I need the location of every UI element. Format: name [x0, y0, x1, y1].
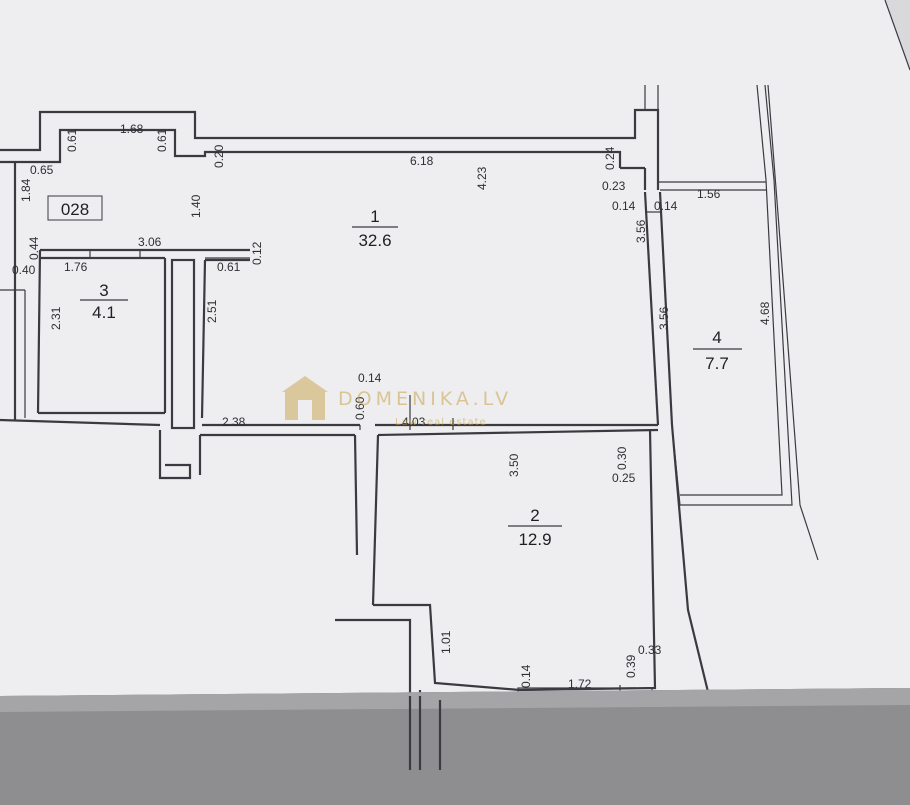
room-1-number: 1	[370, 207, 379, 226]
dim-label: 0.14	[358, 371, 382, 385]
balcony-outer	[680, 84, 783, 496]
watermark: DOMENIKA.LV Law real estate	[282, 376, 512, 428]
room-2-area: 12.9	[518, 530, 551, 549]
watermark-brand: DOMENIKA.LV	[338, 388, 512, 410]
dim-label: 0.39	[624, 654, 638, 678]
dim-label: 4.03	[402, 415, 426, 429]
dim-label: 0.24	[603, 146, 617, 170]
room-4-area: 7.7	[705, 354, 729, 373]
room-2-right-outer	[670, 424, 712, 701]
room-2-top-inner	[377, 428, 659, 437]
dim-label: 0.61	[217, 260, 241, 274]
dim-label: 0.60	[353, 396, 367, 420]
room-4-number: 4	[712, 328, 721, 347]
dim-label: 3.56	[657, 306, 671, 330]
dim-label: 3.06	[138, 235, 162, 249]
dim-label: 0.14	[612, 199, 636, 213]
dim-label: 0.14	[519, 664, 533, 688]
dim-label: 1.40	[189, 194, 203, 218]
lower-wall	[0, 418, 161, 427]
room-2-outline	[373, 429, 657, 692]
dim-label: 0.33	[638, 643, 662, 657]
dim-label: 1.76	[64, 260, 88, 274]
balcony-outer-3	[767, 84, 819, 561]
room-3-left-wall	[36, 249, 42, 414]
dim-label: 1.56	[697, 187, 721, 201]
room-1-area: 32.6	[358, 231, 391, 250]
dim-label: 4.23	[475, 166, 489, 190]
dim-label: 1.68	[120, 122, 144, 136]
watermark-tagline: Law real estate	[395, 417, 487, 428]
dim-label: 3.56	[634, 219, 648, 243]
room-3-area: 4.1	[92, 303, 116, 322]
dim-label: 0.25	[612, 471, 636, 485]
room-1-right-wall	[643, 191, 660, 426]
dim-label: 0.20	[212, 144, 226, 168]
dim-label: 1.72	[568, 677, 592, 691]
dim-label: 0.14	[654, 199, 678, 213]
room-1-right-wall-outer	[658, 191, 674, 426]
dim-label: 0.12	[250, 241, 264, 265]
room-3-number: 3	[99, 281, 108, 300]
balcony-outer-2	[678, 84, 793, 506]
dim-label: 1.01	[439, 630, 453, 654]
corridor-right-wall	[200, 259, 207, 419]
dim-label: 6.18	[410, 154, 434, 168]
desk-surface	[0, 688, 910, 805]
dim-label: 0.61	[65, 128, 79, 152]
dim-label: 2.38	[222, 415, 246, 429]
dim-label: 3.50	[507, 453, 521, 477]
unit-code-box	[47, 195, 103, 221]
house-logo-icon	[282, 376, 328, 420]
top-outer-wall	[0, 108, 660, 190]
dim-label: 0.30	[615, 446, 629, 470]
dim-label: 0.65	[30, 163, 54, 177]
desk-shadow	[0, 688, 910, 712]
room-2-left-wall	[371, 434, 380, 606]
dim-label: 2.31	[49, 306, 63, 330]
dimension-labels: 0.61 1.68 0.61 0.65 1.84 0.20 1.40 6.18 …	[12, 122, 772, 691]
dim-label: 4.68	[758, 301, 772, 325]
dim-label: 0.61	[155, 128, 169, 152]
corridor-lower-wall	[353, 434, 359, 556]
room-2-number: 2	[530, 506, 539, 525]
dim-label: 0.40	[12, 263, 36, 277]
paper-sheet	[0, 0, 910, 696]
dim-label: 0.44	[27, 236, 41, 260]
door-recess	[158, 430, 192, 480]
top-inner-wall	[0, 128, 622, 168]
corridor-pillar	[170, 258, 196, 430]
unit-code: 028	[61, 200, 89, 219]
dim-label: 2.51	[205, 299, 219, 323]
dim-label: 1.84	[19, 178, 33, 202]
dim-label: 0.23	[602, 179, 626, 193]
paper-edge	[884, 0, 910, 71]
